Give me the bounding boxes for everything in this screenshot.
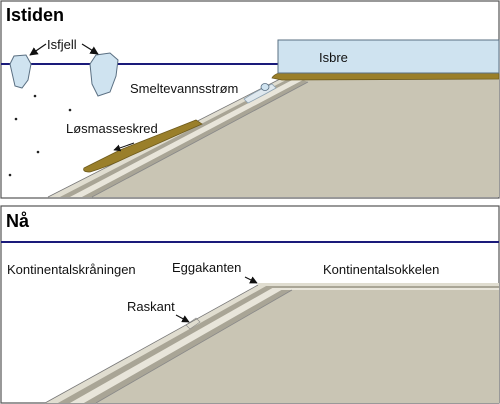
arrow-slide-direction (113, 142, 135, 152)
debris-dots (8, 94, 72, 177)
label-edge: Raskant (127, 299, 175, 314)
label-meltwater: Smeltevannsstrøm (130, 81, 238, 96)
panel-title-bottom: Nå (6, 211, 30, 231)
label-ice-sheet: Isbre (319, 50, 348, 65)
label-shelf-break: Eggakanten (172, 260, 241, 275)
iceberg-left (9, 54, 32, 89)
seabed-top (47, 77, 499, 198)
landslide-deposit (83, 119, 203, 173)
iceberg-right (89, 52, 119, 97)
label-shelf: Kontinentalsokkelen (323, 262, 439, 277)
label-slope: Kontinentalskråningen (7, 262, 136, 277)
arrow-icebergs-right (81, 43, 99, 55)
panel-present: Nå Kontinentalskråningen Eggakanten Kont… (0, 205, 500, 404)
panel-title-top: Istiden (6, 5, 64, 25)
arrow-shelf-break (244, 276, 258, 284)
arrow-icebergs-left (29, 43, 47, 56)
meltwater-bubble (260, 83, 270, 91)
label-slide: Løsmasseskred (66, 121, 158, 136)
panel-ice-age: Istiden Isfjell Smeltevannsstrøm Løsmass… (0, 0, 500, 199)
ice-sheet (277, 39, 500, 74)
arrow-edge (175, 314, 190, 323)
seabed-bottom (44, 283, 499, 404)
label-icebergs: Isfjell (47, 37, 77, 52)
